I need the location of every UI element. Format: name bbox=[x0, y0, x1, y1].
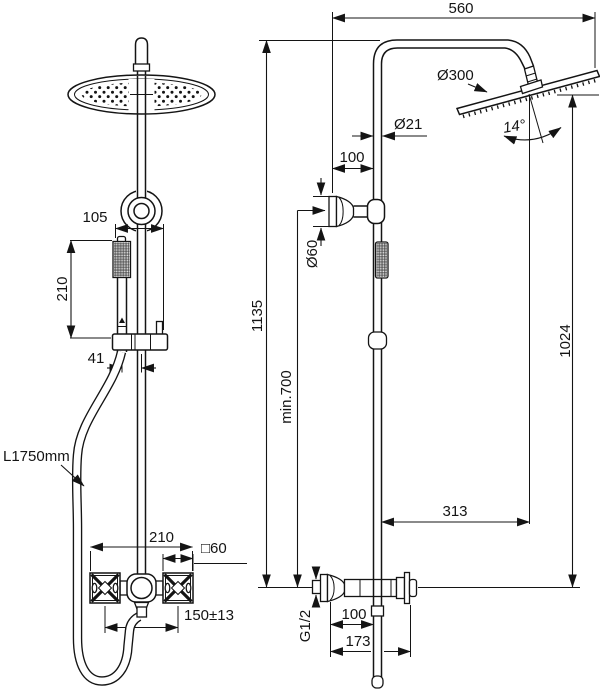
bracket-rosette bbox=[335, 195, 355, 228]
dim-560-label: 560 bbox=[448, 0, 473, 17]
dim-d300-label: Ø300 bbox=[437, 67, 474, 84]
dim-reach: 560 bbox=[331, 0, 596, 23]
riser-rail-front bbox=[132, 37, 151, 77]
dim-inlet-thread: G1/2 bbox=[297, 566, 321, 643]
mixer-wall-plate bbox=[319, 573, 329, 603]
dim-min700-label: min.700 bbox=[278, 370, 295, 423]
rail-collar bbox=[132, 63, 151, 72]
dim-pipe-diameter: Ø21 bbox=[352, 116, 427, 141]
mixer-front bbox=[89, 572, 194, 610]
dim-105-label: 105 bbox=[82, 209, 107, 226]
cross-handle-left[interactable] bbox=[89, 572, 121, 604]
dim-g12-label: G1/2 bbox=[297, 610, 314, 643]
hose-length-label: L1750mm bbox=[3, 448, 85, 487]
dim-100b-label: 100 bbox=[341, 606, 366, 623]
valve-bonnet bbox=[395, 576, 406, 600]
side-view: 560 1135 min.700 1024 313 bbox=[249, 0, 600, 689]
dim-210-label: 210 bbox=[54, 276, 71, 301]
dim-head-projection: 313 bbox=[380, 503, 531, 527]
dim-handle-size: □60 bbox=[162, 540, 247, 571]
dim-head-height: 1024 bbox=[557, 94, 577, 588]
bracket-pipe-clamp bbox=[366, 198, 386, 225]
dim-d60-label: Ø60 bbox=[304, 240, 321, 268]
mixer-body-face bbox=[130, 576, 153, 600]
hose-nut bbox=[136, 606, 148, 618]
rain-head-side bbox=[455, 65, 600, 119]
dim-14deg-label: 14° bbox=[502, 116, 527, 136]
bracket-wall-plate bbox=[328, 195, 338, 228]
dim-connection-centers: 150±13 bbox=[104, 606, 234, 633]
dim-head-angle: 14° bbox=[502, 93, 562, 145]
head-ball-joint bbox=[519, 79, 544, 95]
inlet-stub bbox=[311, 579, 322, 595]
dim-head-diameter: Ø300 bbox=[437, 67, 488, 93]
slider-holder bbox=[111, 320, 169, 351]
rain-head-front bbox=[67, 74, 216, 193]
dim-1024-label: 1024 bbox=[557, 324, 574, 357]
cross-handle-right[interactable] bbox=[162, 572, 194, 604]
handle-side-blade[interactable] bbox=[403, 571, 411, 605]
hose-nut-side bbox=[370, 605, 385, 617]
dim-holder-offset: 105 bbox=[82, 209, 165, 330]
dim-210b-label: 210 bbox=[149, 529, 174, 546]
shower-hose bbox=[71, 350, 148, 686]
holder-bar bbox=[111, 333, 169, 351]
wall-bracket-side bbox=[328, 195, 386, 228]
hose-side bbox=[370, 605, 385, 689]
dim-mixer-depth: 173 bbox=[329, 605, 412, 657]
dim-wall-to-pipe: 100 bbox=[331, 149, 374, 173]
dim-1135-label: 1135 bbox=[249, 300, 266, 332]
mixer-body-side bbox=[343, 578, 398, 598]
hose-length-text: L1750mm bbox=[3, 448, 70, 465]
dim-hand-shower-length: 210 bbox=[54, 239, 112, 339]
dim-41-label: 41 bbox=[88, 350, 105, 367]
handle-side-hub[interactable] bbox=[408, 578, 418, 598]
mixer-side bbox=[311, 571, 418, 605]
dim-150-label: 150±13 bbox=[184, 607, 234, 624]
dim-d21-label: Ø21 bbox=[394, 116, 422, 133]
dim-sq60-label: □60 bbox=[201, 540, 227, 557]
hand-shower-side bbox=[367, 241, 389, 350]
riser-pipe-side bbox=[372, 39, 535, 678]
dim-100-label: 100 bbox=[339, 149, 364, 166]
rail-top-cap bbox=[134, 37, 149, 70]
dim-riser-height: 1135 bbox=[249, 39, 271, 588]
dim-173-label: 173 bbox=[345, 633, 370, 650]
dim-313-label: 313 bbox=[442, 503, 467, 520]
mixer-rosette bbox=[326, 573, 346, 603]
dim-min-mounting-height: min.700 bbox=[278, 206, 326, 588]
dim-mixer-width: 210 bbox=[89, 529, 194, 571]
front-view: 105 210 bbox=[3, 37, 247, 686]
holder-side bbox=[367, 331, 388, 350]
dim-rosette-diameter: Ø60 bbox=[304, 178, 330, 268]
spray-face-mark bbox=[119, 317, 125, 323]
hose-end-cap bbox=[371, 675, 384, 689]
swivel-ring bbox=[120, 189, 163, 233]
